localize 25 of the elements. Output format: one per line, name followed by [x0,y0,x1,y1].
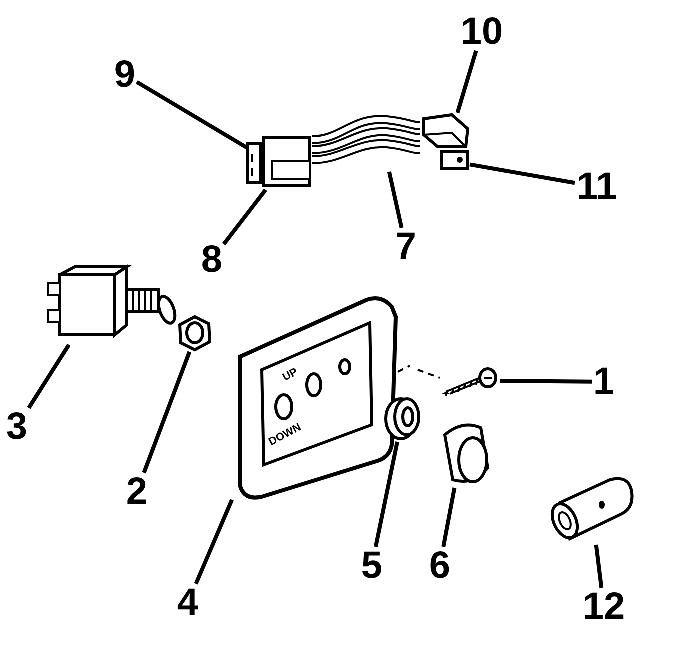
panel-marking: UP [281,367,300,384]
leader-line [136,80,248,150]
callout-number: 6 [428,547,452,585]
leader-line [222,188,268,246]
leader-line [442,488,457,548]
callout-number: 8 [200,241,224,279]
callout-number: 7 [394,228,418,266]
leader-line [500,379,592,384]
callout-number: 4 [176,584,200,622]
leader-line [470,162,576,186]
callout-number: 3 [5,408,29,446]
leader-line [456,50,478,114]
leader-line [594,544,604,588]
callout-number: 11 [575,168,619,206]
callout-number: 12 [582,588,626,626]
callout-number: 9 [113,56,137,94]
callout-number: 10 [460,13,504,51]
callout-number: 1 [592,363,616,401]
leader-line [374,442,400,548]
leader-line [142,351,192,474]
leader-line [27,344,71,410]
callout-number: 2 [125,473,149,511]
leader-line [387,172,404,228]
callout-number: 5 [360,547,384,585]
leader-line [194,499,234,585]
